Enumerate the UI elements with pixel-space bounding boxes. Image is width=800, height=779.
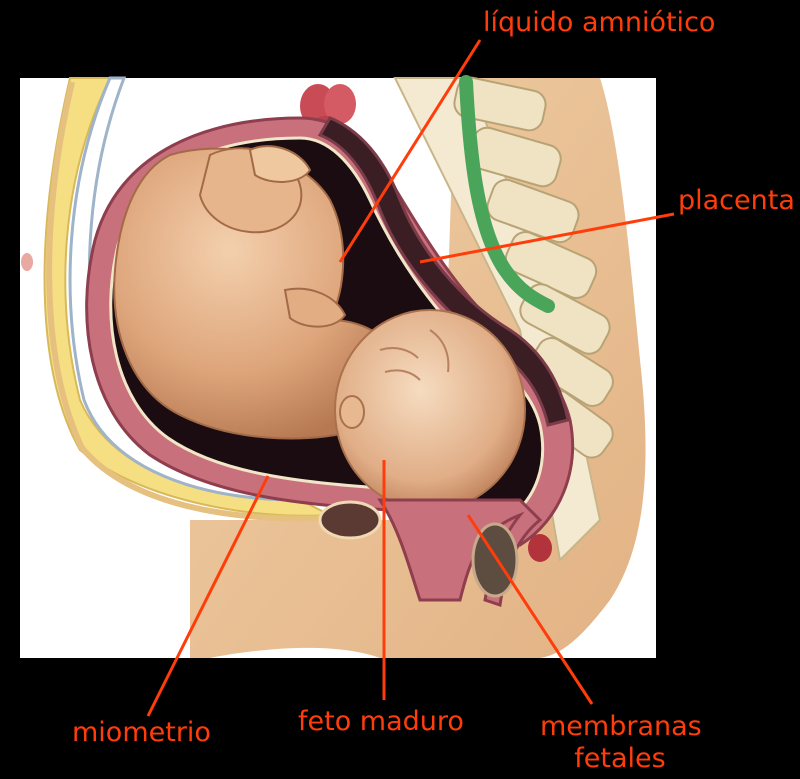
pubic-bone xyxy=(320,502,380,538)
label-myometrium: miometrio xyxy=(72,718,211,748)
label-fetal-membranes-line1: membranas xyxy=(540,711,700,743)
label-fetal-membranes-line2: fetales xyxy=(540,743,700,775)
blood-vessels xyxy=(528,534,552,562)
label-amniotic-fluid: líquido amniótico xyxy=(483,8,715,38)
fetus-ear xyxy=(340,396,364,428)
label-mature-fetus: feto maduro xyxy=(298,707,464,737)
navel xyxy=(21,253,33,271)
label-fetal-membranes: membranas fetales xyxy=(540,711,700,775)
label-placenta: placenta xyxy=(678,186,795,216)
